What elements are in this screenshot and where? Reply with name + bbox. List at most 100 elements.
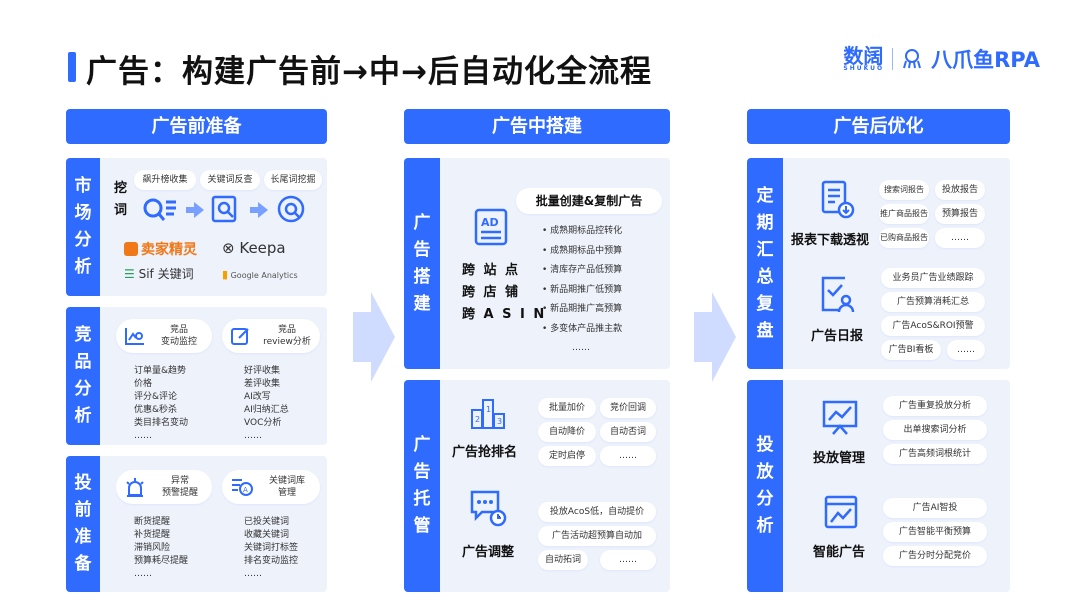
presentation-chart-icon	[822, 400, 858, 435]
shukuo-logo-text: 数阔	[843, 44, 884, 68]
panel-side-label: 广告托管	[404, 380, 440, 592]
ad-document-icon: AD	[474, 208, 508, 246]
tag: 关键词反查	[200, 170, 260, 190]
svg-text:AD: AD	[481, 216, 499, 229]
edit-icon	[231, 328, 249, 345]
chat-clock-icon	[470, 490, 507, 527]
tag: 批量加价	[538, 398, 596, 418]
tag: 广告分时分配竞价	[883, 546, 987, 566]
shukuo-logo-sub: SHUKUO	[843, 65, 885, 72]
rank-label: 广告抢排名	[452, 445, 518, 460]
report-download-icon	[821, 180, 855, 219]
tag: 推广商品报告	[879, 204, 929, 224]
card-title: 竞品变动监控	[160, 325, 197, 347]
tag: 广告高频词根统计	[883, 444, 987, 464]
panel-pre-launch-prep: 投前准备 异常预警提醒 A 关键词库管理 断货提醒补货提醒滞销风险预算耗尽提醒……	[66, 456, 327, 592]
panel-periodic-review: 定期汇总复盘 报表下载透视 搜索词报告 投放报告 推广商品报告 预算报告 已购商…	[747, 158, 1010, 369]
panel-side-label: 投放分析	[747, 380, 783, 592]
octopus-icon	[903, 49, 922, 69]
keyword-list: 已投关键词收藏关键词关键词打标签排名变动监控……	[244, 517, 299, 579]
column-header-mid: 广告中搭建	[404, 109, 670, 144]
panel-side-label: 定期汇总复盘	[747, 158, 783, 369]
tag: 飙升榜收集	[134, 170, 196, 190]
flow-arrow-icon	[353, 292, 395, 382]
panel-side-label: 竞品分析	[66, 307, 100, 445]
page-title: 广告：构建广告前→中→后自动化全流程	[86, 54, 652, 90]
panel-side-label: 广告搭建	[404, 158, 440, 369]
tag: 定时启停	[538, 446, 596, 466]
keyword-list-icon: A	[232, 479, 253, 496]
tag: 预算报告	[935, 204, 985, 224]
panel-market-analysis: 市场分析 挖词 飙升榜收集 关键词反查 长尾词挖掘 卖家精灵 ⊗ Keepa ☰…	[66, 158, 327, 296]
alert-list: 断货提醒补货提醒滞销风险预算耗尽提醒……	[134, 517, 189, 579]
tag: 搜索词报告	[879, 180, 929, 200]
manage-label: 投放管理	[813, 451, 866, 466]
alarm-icon	[126, 478, 144, 497]
competitor-monitor-card: 竞品变动监控	[116, 319, 212, 353]
magnify-icon	[277, 195, 305, 223]
column-header-post: 广告后优化	[747, 109, 1010, 144]
svg-text:2: 2	[475, 415, 480, 424]
document-search-icon	[211, 195, 237, 223]
tag: ……	[947, 340, 985, 360]
google-analytics-logo: ▮ Google Analytics	[222, 268, 298, 281]
tag: 广告智能平衡预算	[883, 522, 987, 542]
tag: 自动否词	[600, 422, 656, 442]
tag: 自动降价	[538, 422, 596, 442]
daily-label: 广告日报	[811, 329, 864, 344]
tag: 出单搜索词分析	[883, 420, 987, 440]
panel-side-label: 市场分析	[66, 158, 100, 296]
competitor-list-1: 订单量&趋势价格评分&评论优惠&秒杀类目排名变动……	[134, 366, 189, 441]
keepa-logo: ⊗ Keepa	[222, 239, 286, 257]
tag: ……	[600, 446, 656, 466]
batch-create-headline: 批量创建&复制广告	[516, 188, 662, 214]
maijia-logo: 卖家精灵	[124, 242, 197, 257]
sif-logo: ☰ Sif 关键词	[124, 267, 194, 281]
smart-ad-image-icon	[824, 495, 858, 529]
tag: 广告重复投放分析	[883, 396, 987, 416]
svg-text:A: A	[243, 486, 248, 494]
tag: 广告活动超预算自动加	[538, 526, 656, 546]
tag: 投放AcoS低，自动提价	[538, 502, 656, 522]
title-accent-bar	[68, 52, 76, 82]
ranking-podium-icon: 213	[471, 399, 505, 429]
keyword-library-card: A 关键词库管理	[222, 470, 320, 504]
dig-label: 挖词	[114, 181, 128, 218]
tag: 广告AcoS&ROI预警	[881, 316, 985, 336]
download-label: 报表下载透视	[791, 233, 870, 248]
cross-list: 跨 站 点跨 店 铺跨 A S I N	[462, 263, 547, 322]
panel-delivery-analysis: 投放分析 投放管理 广告重复投放分析 出单搜索词分析 广告高频词根统计 智能广告…	[747, 380, 1010, 592]
scenario-list: • 成熟期标品控转化 • 成熟期标品中预算 • 清库存产品低预算 • 新品期推广…	[542, 226, 623, 353]
brand-divider	[892, 48, 894, 70]
adjust-label: 广告调整	[462, 545, 515, 560]
tag: 投放报告	[935, 180, 985, 200]
tag: 业务员广告业绩跟踪	[881, 268, 985, 288]
arrow-right-icon	[250, 202, 268, 218]
panel-side-label: 投前准备	[66, 456, 100, 592]
daily-report-icon	[821, 276, 855, 313]
panel-ad-build: 广告搭建 批量创建&复制广告 AD 跨 站 点跨 店 铺跨 A S I N • …	[404, 158, 670, 369]
tag: ……	[600, 550, 656, 570]
svg-text:3: 3	[497, 417, 502, 426]
tag: 已购商品报告	[879, 228, 929, 248]
card-title: 关键词库管理	[268, 476, 305, 498]
tag: 自动拓词	[538, 550, 588, 570]
tag: 长尾词挖掘	[264, 170, 322, 190]
smart-label: 智能广告	[813, 545, 866, 560]
card-title: 异常预警提醒	[161, 476, 198, 498]
arrow-right-icon	[186, 202, 204, 218]
chart-search-icon	[125, 328, 144, 345]
tag: 竞价回调	[600, 398, 656, 418]
column-header-pre: 广告前准备	[66, 109, 327, 144]
alert-card: 异常预警提醒	[116, 470, 212, 504]
tag: 广告预算消耗汇总	[881, 292, 985, 312]
bazhuayu-rpa-logo: 八爪鱼RPA	[931, 48, 1040, 72]
svg-text:1: 1	[486, 405, 491, 414]
